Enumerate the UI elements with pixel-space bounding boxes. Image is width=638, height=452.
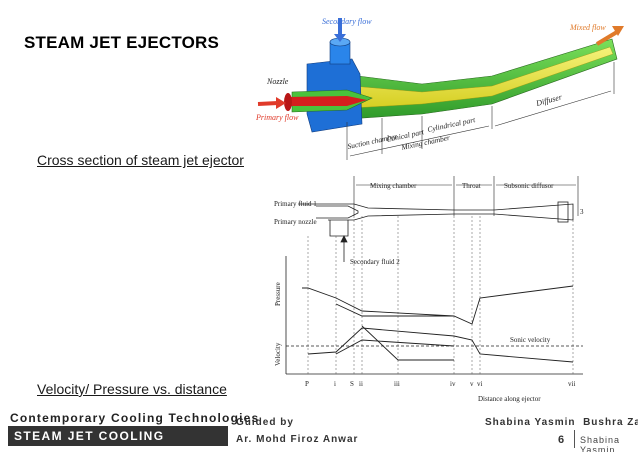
- label-primary-fluid-1: Primary fluid 1: [274, 200, 317, 208]
- footer-authors: Shabina Yasmin Bushra Zaidi: [485, 417, 638, 428]
- label-primary-flow: Primary flow: [255, 113, 299, 122]
- station-ii: ii: [359, 380, 363, 388]
- caption-velocity-pressure: Velocity/ Pressure vs. distance: [37, 381, 227, 397]
- footer-author-short: Shabina Yasmin: [580, 435, 621, 452]
- secondary-fluid-arrow: [340, 235, 348, 262]
- ejector-cross-section-figure: Secondary flow Mixed flow Nozzle Primary…: [255, 17, 624, 160]
- ejector-schematic: [298, 201, 574, 237]
- axis-distance: Distance along ejector: [478, 395, 541, 403]
- pressure-velocity-figure: Mixing chamber Throat Subsonic diffusor …: [274, 176, 584, 403]
- station-vii: vii: [568, 380, 575, 388]
- label-nozzle: Nozzle: [266, 77, 289, 86]
- label-cylindrical-part: Cylindrical part: [427, 115, 477, 134]
- footer-guide-name: Ar. Mohd Firoz Anwar: [236, 434, 359, 445]
- label-primary-nozzle: Primary nozzle: [274, 218, 317, 226]
- station-s: S: [350, 380, 354, 388]
- footer-topic-bar: [8, 426, 228, 446]
- primary-flow-arrow: [257, 97, 286, 109]
- label-secondary-fluid-2: Secondary fluid 2: [350, 258, 400, 266]
- label-mixed-flow: Mixed flow: [569, 23, 606, 32]
- caption-cross-section: Cross section of steam jet ejector: [37, 152, 244, 168]
- axis-velocity: Velocity: [274, 342, 282, 366]
- section-mixing-chamber: Mixing chamber: [370, 182, 417, 190]
- footer-guided-by: Guided by: [236, 417, 294, 428]
- footer-separator: [574, 430, 575, 448]
- slide-title: STEAM JET EJECTORS: [24, 33, 220, 52]
- velocity-curve: [307, 325, 574, 363]
- station-vi: vi: [477, 380, 483, 388]
- page-number: 6: [558, 434, 565, 446]
- section-throat: Throat: [462, 182, 481, 190]
- station-p: P: [305, 380, 309, 388]
- ejector-outer-shell: [341, 38, 618, 120]
- station-iii: iii: [394, 380, 400, 388]
- label-diffuser: Diffuser: [534, 92, 563, 108]
- footer-topic: STEAM JET COOLING: [14, 429, 165, 443]
- footer-course: Contemporary Cooling Technologies: [10, 411, 260, 425]
- secondary-flow-arrow: [334, 18, 346, 42]
- pressure-curve: [302, 285, 574, 325]
- label-outlet: 3: [580, 208, 584, 216]
- label-secondary-flow: Secondary flow: [322, 17, 372, 26]
- station-i: i: [334, 380, 336, 388]
- axis-pressure: Pressure: [274, 282, 282, 306]
- section-subsonic-diffusor: Subsonic diffusor: [504, 182, 554, 190]
- mixed-flow-arrow: [595, 26, 624, 46]
- label-sonic-velocity: Sonic velocity: [510, 336, 551, 344]
- station-iv: iv: [450, 380, 456, 388]
- primary-jet: [287, 96, 367, 106]
- ejector-inner-wall: [351, 46, 614, 109]
- station-v: v: [470, 380, 474, 388]
